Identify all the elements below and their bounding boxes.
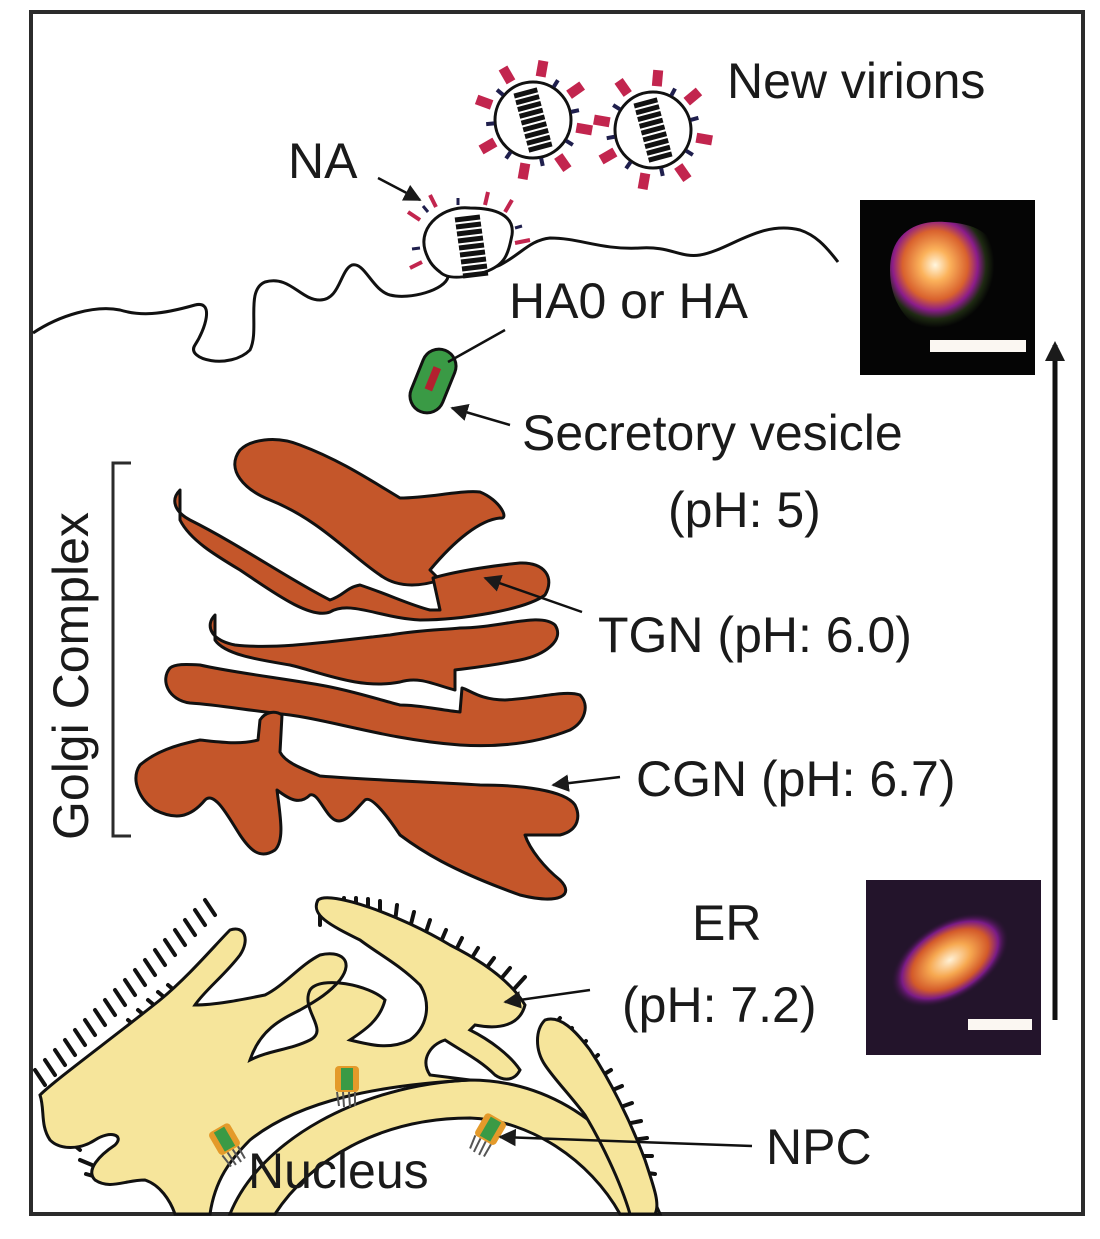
label-golgi-complex: Golgi Complex [43,512,99,840]
label-npc: NPC [766,1119,872,1175]
virion-2 [593,69,713,190]
tgn-leader [483,574,583,614]
label-secretory-vesicle: Secretory vesicle [522,405,903,461]
budding-virion [406,191,531,279]
secretory-vesicle [408,347,458,415]
golgi-cisterna-4 [164,662,587,748]
label-tgn: TGN (pH: 6.0) [598,607,912,663]
endoplasmic-reticulum [33,896,663,1216]
plasma-membrane [32,226,840,363]
secretory-vesicle-micrograph [860,200,1035,375]
golgi-tgn-cisterna [173,488,551,622]
virion-1 [474,60,593,180]
label-er: ER [692,895,761,951]
golgi-complex [134,438,587,901]
label-secretory-vesicle-ph: (pH: 5) [668,482,821,538]
scale-bar [968,1019,1032,1030]
na-leader [377,176,422,202]
npc-3 [469,1113,506,1158]
ha-leader [447,328,506,364]
label-ha: HA0 or HA [509,273,749,329]
scale-bar [930,340,1026,352]
label-cgn: CGN (pH: 6.7) [636,751,956,807]
cgn-leader [551,774,621,792]
label-nucleus: Nucleus [248,1143,429,1199]
golgi-cgn-cisterna [134,710,580,901]
label-na: NA [288,133,358,189]
vesicle-leader [450,404,511,427]
figure-border [29,10,1085,1216]
npc-leader [498,1128,753,1148]
npc-1 [209,1123,246,1168]
label-new-virions: New virions [727,53,985,109]
golgi-cisterna-3 [208,613,559,692]
npc-2 [335,1066,359,1108]
golgi-cisterna-1 [233,438,506,587]
er-micrograph [866,880,1041,1055]
golgi-bracket [111,461,131,838]
er-leader [503,988,591,1009]
label-er-ph: (pH: 7.2) [622,977,817,1033]
